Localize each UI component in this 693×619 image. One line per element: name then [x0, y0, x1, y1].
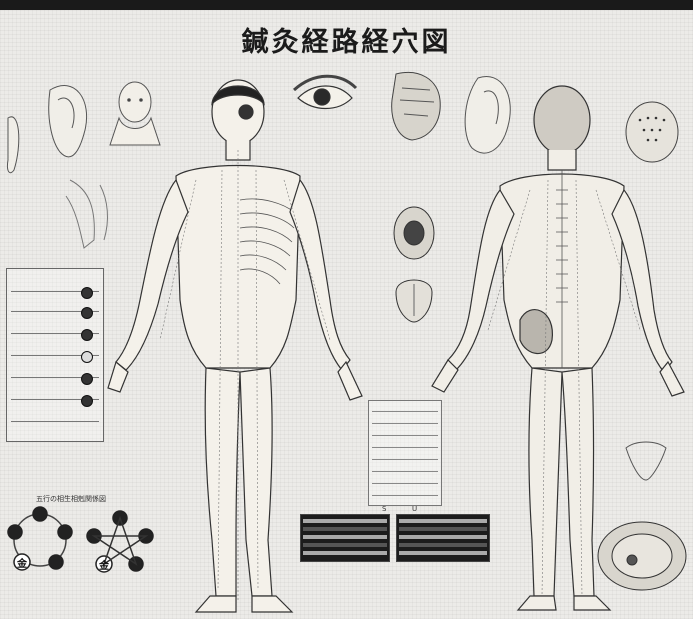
arm-sketch: [66, 180, 107, 248]
panel-left-label: S: [382, 505, 386, 513]
wheel-left-symbol: 金: [17, 555, 27, 570]
legend-marker: [81, 329, 93, 341]
head-icon: [110, 82, 160, 145]
wheel-right-symbol: 金: [99, 557, 109, 572]
panel-right-label: U: [412, 505, 417, 513]
ear-icon: [7, 86, 86, 173]
cross-section-icon: [598, 522, 686, 590]
tongue-icon: [396, 280, 432, 322]
meridian-table-left: [300, 514, 390, 562]
nose-icon: [392, 72, 441, 140]
meridian-table-right: [396, 514, 490, 562]
five-elements-caption: 五行の相生相剋関係図: [36, 494, 106, 504]
ear-icon: [465, 77, 510, 154]
legend-marker: [81, 287, 93, 299]
meridian-legend: [6, 268, 104, 442]
five-elements-wheel-right: [87, 511, 153, 572]
legend-marker: [81, 373, 93, 385]
legend-marker: [81, 307, 93, 319]
pelvis-sketch: [626, 442, 666, 480]
legend-marker: [81, 395, 93, 407]
eye-icon: [294, 76, 356, 108]
legend-row: [11, 421, 99, 422]
mouth-icon: [394, 207, 434, 259]
skull-icon: [626, 102, 678, 162]
legend-marker: [81, 351, 93, 363]
point-index-sheet: [368, 400, 442, 506]
